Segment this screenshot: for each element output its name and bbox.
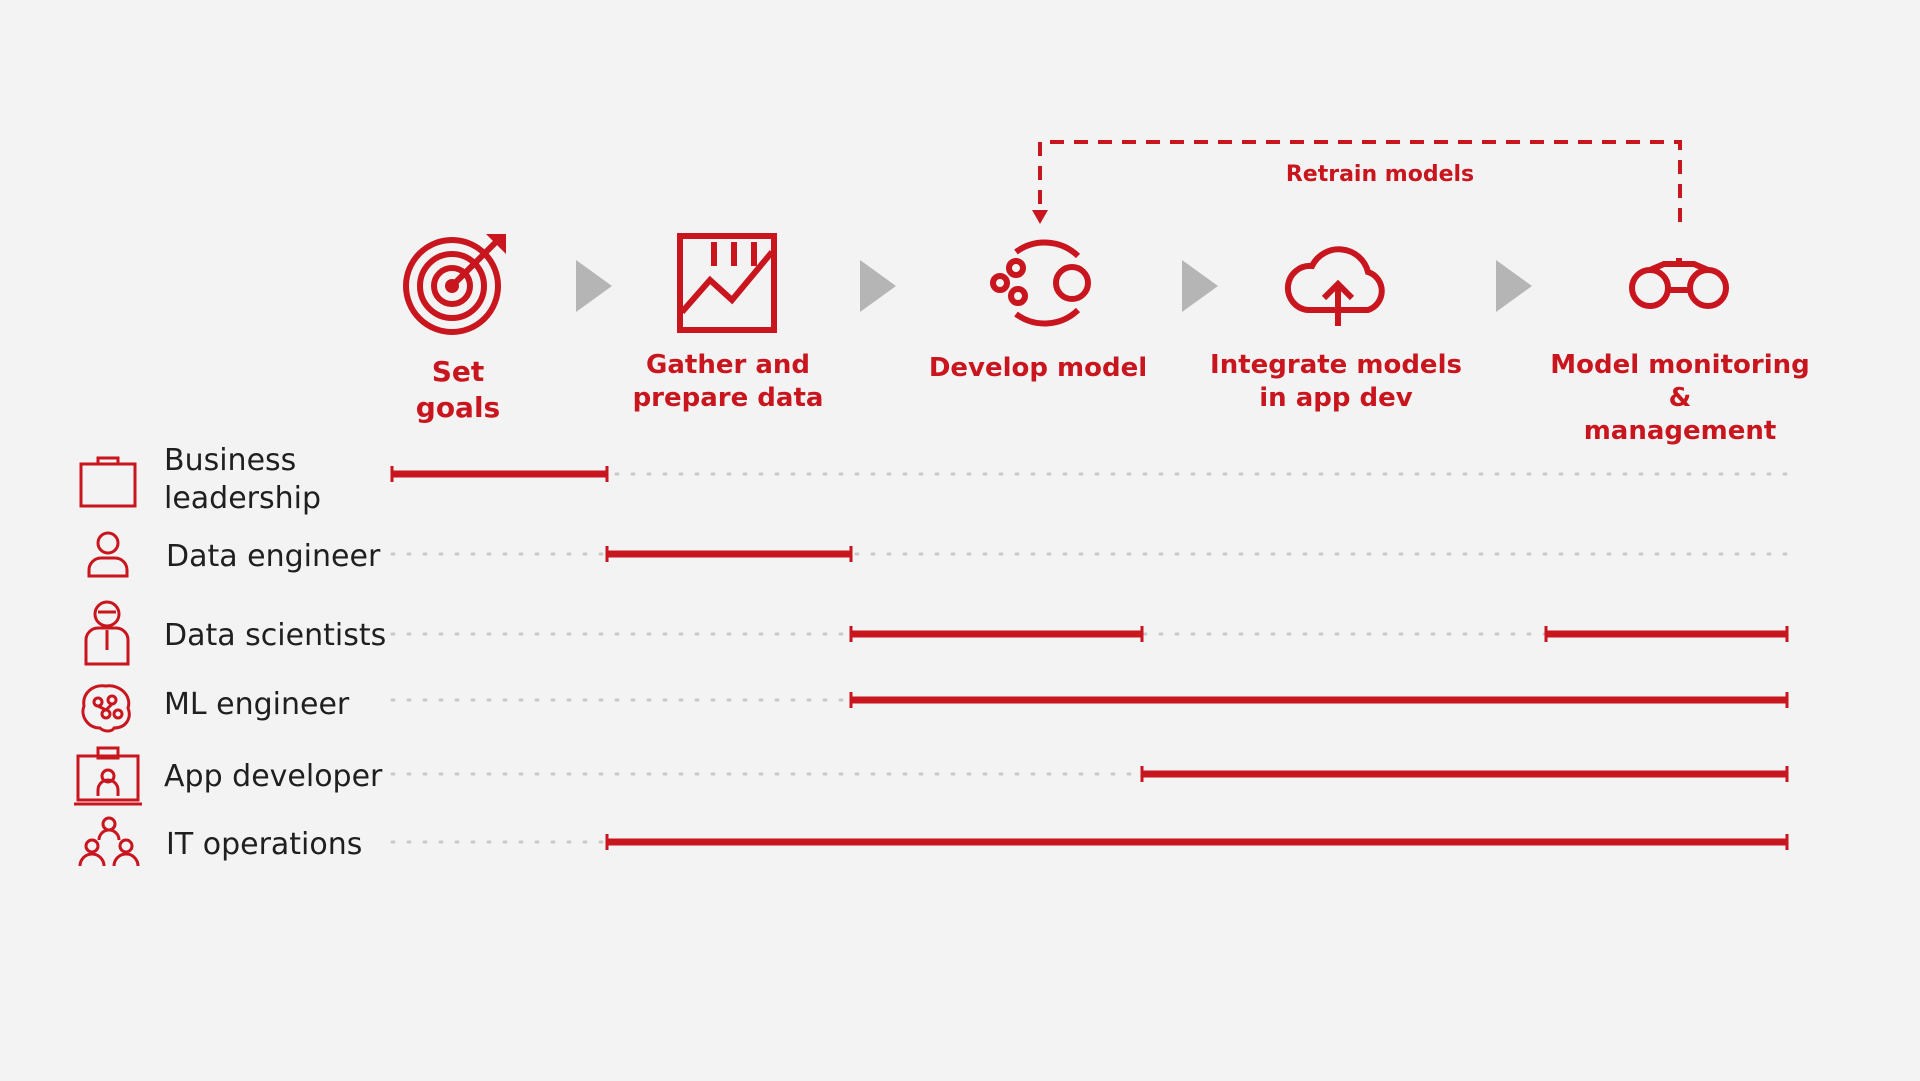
- stage-label-integrate: Integrate models in app dev: [1210, 350, 1462, 413]
- retrain-loop-line: [1038, 140, 1682, 222]
- stage-label-develop-model: Develop model: [928, 353, 1148, 383]
- briefcase-icon: [79, 456, 137, 508]
- team-icon: [78, 816, 140, 867]
- role-label-data-scientists: Data scientists: [164, 618, 387, 653]
- retrain-models-label: Retrain models: [1285, 162, 1475, 187]
- binoculars-icon: [1629, 258, 1729, 309]
- role-label-data-engineer: Data engineer: [166, 539, 381, 574]
- scientist-icon: [84, 600, 130, 666]
- stage-label-monitoring: Model monitoring & management: [1550, 350, 1810, 446]
- role-label-it-operations: IT operations: [166, 827, 363, 862]
- flow-arrow-2: [860, 260, 896, 312]
- person-icon: [87, 531, 129, 578]
- cloud-upload-icon: [1284, 246, 1385, 326]
- presentation-icon: [74, 746, 142, 806]
- flow-arrow-4: [1496, 260, 1532, 312]
- flow-arrow-1: [576, 260, 612, 312]
- stage-label-set-goals: Set goals: [415, 355, 501, 424]
- brain-icon: [81, 684, 131, 733]
- model-icon: [990, 239, 1091, 327]
- role-label-ml-engineer: ML engineer: [164, 687, 350, 722]
- retrain-loop-arrowhead: [1032, 210, 1048, 224]
- role-label-business-leadership: Business leadership: [164, 443, 322, 516]
- flow-arrow-3: [1182, 260, 1218, 312]
- stage-label-gather-data: Gather and prepare data: [632, 350, 824, 413]
- role-label-app-developer: App developer: [164, 759, 383, 794]
- target-icon: [403, 234, 506, 335]
- chart-board-icon: [677, 233, 777, 333]
